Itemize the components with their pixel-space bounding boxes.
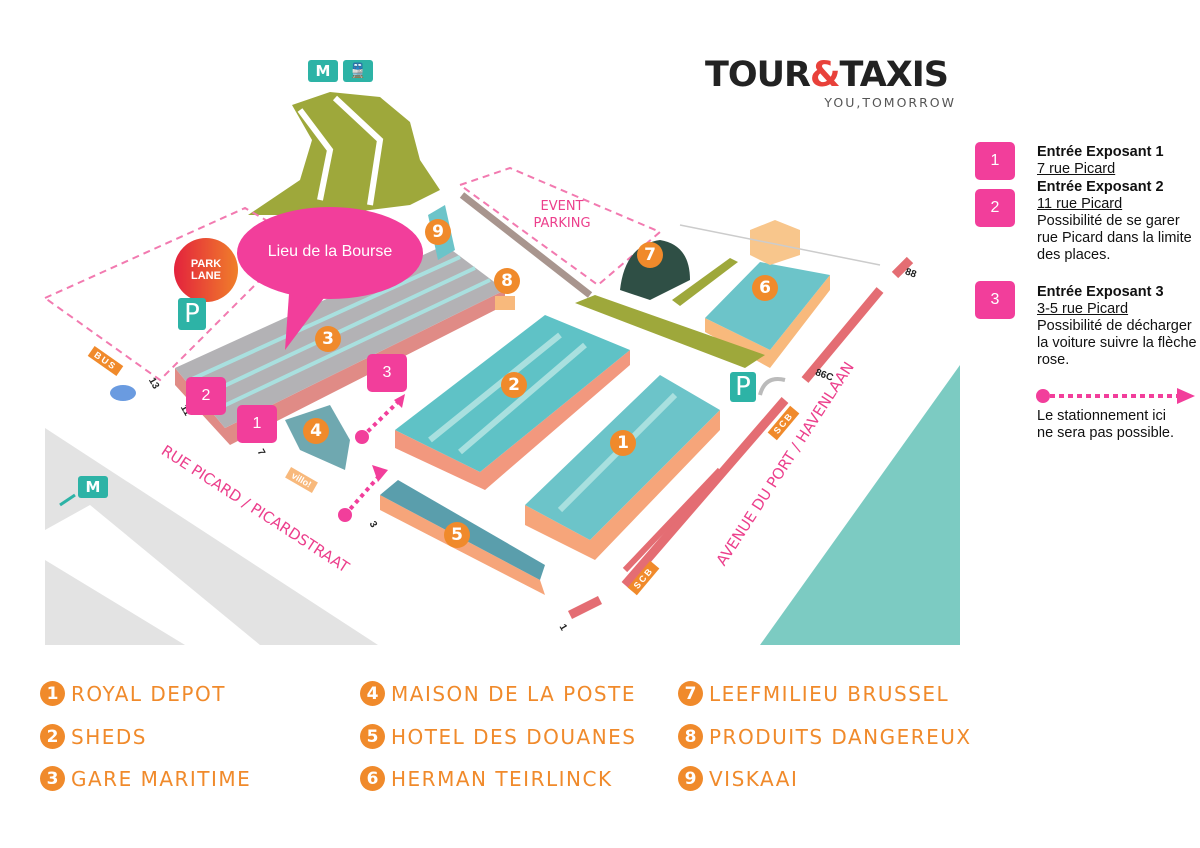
parking-sign-port: P bbox=[730, 372, 756, 402]
site-map bbox=[43, 92, 960, 645]
legend-arrow-note: Le stationnement ici ne sera pas possibl… bbox=[1037, 408, 1175, 441]
train-icon: 🚆 bbox=[343, 60, 373, 82]
event-parking-line2: PARKING bbox=[533, 216, 591, 231]
metro-icon-bottom: M bbox=[78, 476, 108, 498]
curb-port bbox=[567, 256, 914, 620]
car-icon bbox=[110, 385, 136, 401]
pink-route-arrow-icon bbox=[1036, 388, 1195, 404]
building-marker-6: 6 bbox=[752, 275, 778, 301]
legend-entrance-3: Entrée Exposant 3 3-5 rue Picard Possibi… bbox=[1037, 284, 1197, 369]
event-parking-label: EVENT PARKING bbox=[532, 198, 592, 232]
tour-taxis-logo: TOUR&TAXIS YOU,TOMORROW bbox=[705, 55, 960, 110]
building-marker-4: 4 bbox=[303, 418, 329, 444]
location-bubble: Lieu de la Bourse bbox=[267, 243, 393, 260]
legend-number-icon: 9 bbox=[678, 766, 703, 791]
legend-entrance-2-badge: 2 bbox=[975, 189, 1015, 227]
legend-title: Entrée Exposant 1 bbox=[1037, 144, 1164, 160]
building-name: ROYAL DEPOT bbox=[71, 681, 226, 706]
logo-word2: TAXIS bbox=[839, 55, 949, 95]
building-name: MAISON DE LA POSTE bbox=[391, 681, 636, 706]
legend-note: Possibilité de décharger la voiture suiv… bbox=[1037, 318, 1197, 368]
building-name: HERMAN TEIRLINCK bbox=[391, 766, 613, 791]
building-marker-1: 1 bbox=[610, 430, 636, 456]
building-name: VISKAAI bbox=[709, 766, 799, 791]
olive-strip-2 bbox=[672, 258, 738, 306]
dashed-event-parking bbox=[457, 166, 662, 287]
legend-title: Entrée Exposant 2 bbox=[1037, 179, 1164, 195]
legend-number-icon: 8 bbox=[678, 724, 703, 749]
turn-arrow bbox=[758, 377, 786, 396]
building-marker-3: 3 bbox=[315, 326, 341, 352]
legend-address: 11 rue Picard bbox=[1037, 196, 1123, 212]
gare-maritime-stripes bbox=[189, 255, 491, 412]
herman-teirlinck-tower bbox=[750, 220, 800, 265]
park-lane-line1: PARK bbox=[190, 258, 222, 270]
building-name: GARE MARITIME bbox=[71, 766, 252, 791]
sheds-side bbox=[395, 350, 630, 490]
map-entrance-2[interactable]: 2 bbox=[186, 377, 226, 415]
olive-strip bbox=[575, 295, 765, 368]
herman-teirlinck-side bbox=[705, 275, 830, 368]
map-entrance-1[interactable]: 1 bbox=[237, 405, 277, 443]
building-marker-5: 5 bbox=[444, 522, 470, 548]
building-name: LEEFMILIEU BRUSSEL bbox=[709, 681, 950, 706]
sheds-stripes bbox=[428, 332, 587, 455]
legend-number-icon: 5 bbox=[360, 724, 385, 749]
herman-teirlinck-roof bbox=[705, 262, 830, 350]
legend-number-icon: 7 bbox=[678, 681, 703, 706]
legend-number-icon: 1 bbox=[40, 681, 65, 706]
building-marker-8: 8 bbox=[494, 268, 520, 294]
location-bubble-shape bbox=[237, 207, 423, 350]
rail-line bbox=[459, 192, 593, 298]
legend-number-icon: 2 bbox=[40, 724, 65, 749]
produits-dangereux bbox=[495, 296, 515, 310]
logo-tagline: YOU,TOMORROW bbox=[824, 95, 956, 110]
building-name: SHEDS bbox=[71, 724, 147, 749]
logo-wordmark: TOUR&TAXIS bbox=[705, 55, 960, 95]
legend-number-icon: 6 bbox=[360, 766, 385, 791]
legend-entrance-2: Entrée Exposant 2 11 rue Picard Possibil… bbox=[1037, 179, 1197, 264]
metro-icon-top: M bbox=[308, 60, 338, 82]
map-entrance-3[interactable]: 3 bbox=[367, 354, 407, 392]
parking-sign-park-lane: P bbox=[178, 298, 206, 330]
driveway bbox=[679, 224, 881, 266]
building-marker-2: 2 bbox=[501, 372, 527, 398]
legend-note: Possibilité de se garer rue Picard dans … bbox=[1037, 213, 1192, 263]
canal-area bbox=[760, 365, 960, 645]
park-lane-line2: LANE bbox=[191, 270, 221, 282]
legend-address: 3-5 rue Picard bbox=[1037, 301, 1129, 317]
royal-depot-side bbox=[525, 410, 720, 560]
building-name: PRODUITS DANGEREUX bbox=[709, 724, 972, 749]
park-lane-label: PARK LANE bbox=[176, 258, 236, 282]
exit-arrow bbox=[59, 493, 76, 507]
logo-amp: & bbox=[810, 55, 841, 95]
building-name: HOTEL DES DOUANES bbox=[391, 724, 637, 749]
legend-address: 7 rue Picard bbox=[1037, 161, 1116, 177]
legend-title: Entrée Exposant 3 bbox=[1037, 284, 1164, 300]
green-paths bbox=[297, 95, 384, 206]
legend-number-icon: 4 bbox=[360, 681, 385, 706]
park-lane-badge bbox=[174, 238, 238, 302]
legend-number-icon: 3 bbox=[40, 766, 65, 791]
unload-route-arrows bbox=[338, 394, 405, 522]
building-marker-7: 7 bbox=[637, 242, 663, 268]
legend-entrance-1-badge: 1 bbox=[975, 142, 1015, 180]
legend-entrance-1: Entrée Exposant 1 7 rue Picard bbox=[1037, 144, 1197, 178]
logo-word1: TOUR bbox=[705, 55, 811, 95]
legend-entrance-3-badge: 3 bbox=[975, 281, 1015, 319]
green-park bbox=[248, 92, 440, 215]
road-strip bbox=[45, 505, 260, 645]
event-parking-line1: EVENT bbox=[540, 199, 584, 214]
curb-gare bbox=[622, 467, 723, 573]
building-marker-9: 9 bbox=[425, 219, 451, 245]
